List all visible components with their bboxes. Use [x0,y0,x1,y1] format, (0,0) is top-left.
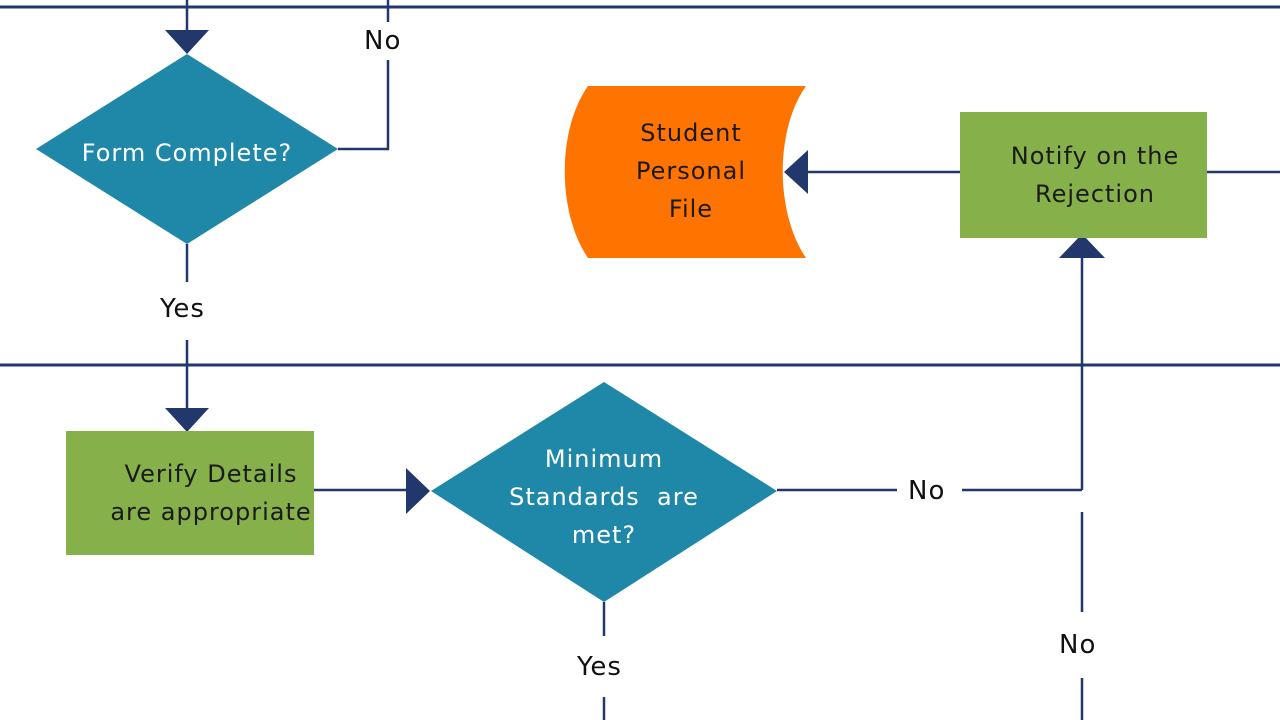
form-complete-diamond [36,54,338,244]
minimum-standards-line-2: Standards are [509,483,699,511]
verify-details-box [66,431,314,555]
student-file-line-1: Student [640,119,742,147]
arrowhead-down-into-form [165,30,209,54]
student-file-label: Student Personal File [588,114,794,228]
form-complete-label: Form Complete? [81,139,293,167]
arrowhead-down-into-verify [165,408,209,432]
lower-no-label: No [1053,630,1103,660]
connectors [185,0,1280,720]
minimum-standards-line-1: Minimum [544,445,664,473]
minimum-standards-diamond [431,382,777,602]
standards-yes-label: Yes [571,652,628,682]
minimum-standards-line-3: met? [571,521,637,549]
student-file-line-2: Personal [635,157,747,185]
notify-rejection-line-1: Notify on the [1010,142,1180,170]
connector-form-no-loop [338,60,390,151]
notify-rejection-box [960,112,1207,238]
verify-details-line-1: Verify Details [124,460,298,488]
arrowhead-left-into-file [784,150,808,194]
form-no-label: No [358,26,408,56]
verify-details-label: Verify Details are appropriate [86,455,336,531]
standards-no-label: No [902,476,952,506]
student-personal-file-document [564,86,806,258]
notify-rejection-label: Notify on the Rejection [980,137,1210,213]
minimum-standards-label: Minimum Standards are met? [470,440,738,554]
verify-details-line-2: are appropriate [110,498,312,526]
form-yes-label: Yes [154,294,211,324]
notify-rejection-line-2: Rejection [1035,180,1155,208]
arrowhead-right-into-standards [406,468,430,514]
student-file-line-3: File [668,195,714,223]
arrowhead-up-into-notify [1059,234,1105,258]
